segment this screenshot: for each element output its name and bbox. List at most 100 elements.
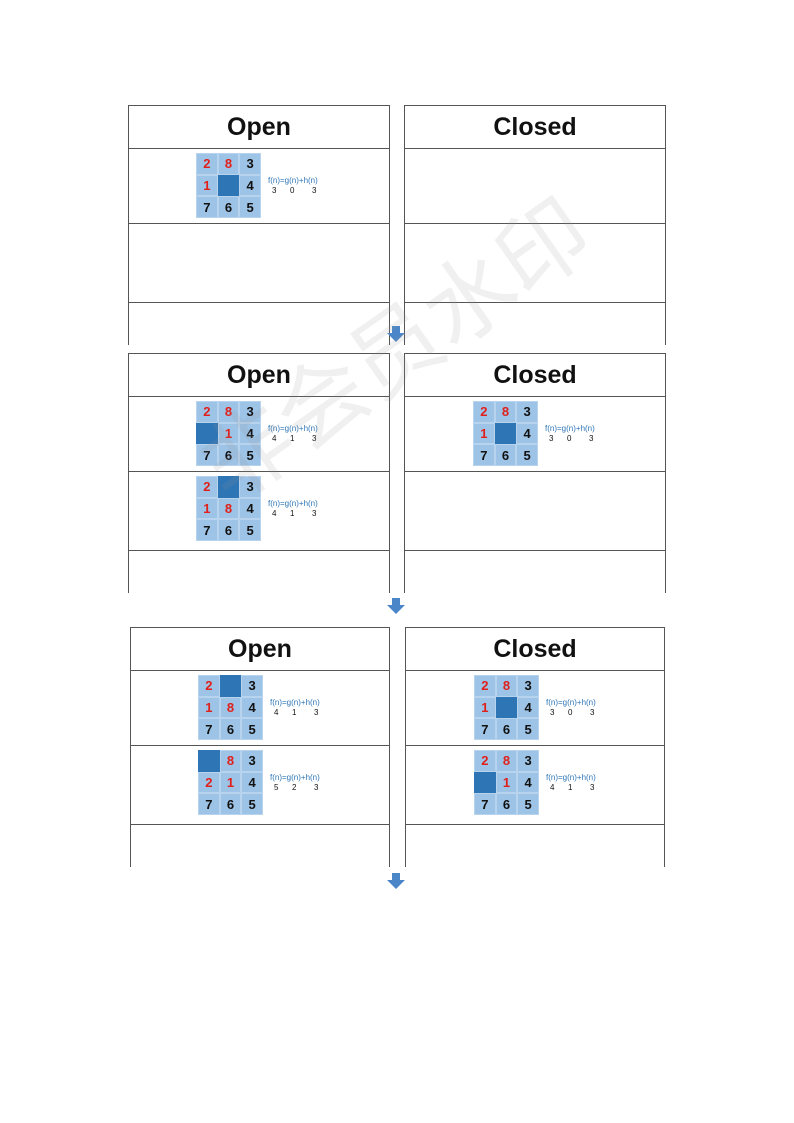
tile: 7 xyxy=(196,444,218,466)
open-list-row xyxy=(129,551,389,593)
open-list-row xyxy=(131,825,389,867)
tile: 7 xyxy=(196,196,218,218)
closed-list-row xyxy=(406,825,664,867)
tile: 7 xyxy=(198,793,220,815)
tile: 3 xyxy=(239,401,261,423)
closed-list-row xyxy=(405,472,665,551)
tile: 2 xyxy=(473,401,495,423)
tile: 2 xyxy=(196,153,218,175)
cost-f: 4 xyxy=(272,509,277,518)
cost-h: 3 xyxy=(312,186,317,195)
cost-g: 0 xyxy=(290,186,295,195)
tile: 1 xyxy=(196,174,218,197)
tile: 8 xyxy=(495,675,518,697)
blank-tile xyxy=(198,750,220,772)
closed-list-title: Closed xyxy=(405,106,665,149)
closed-list-title: Closed xyxy=(405,354,665,397)
closed-list-row xyxy=(405,224,665,303)
tile: 5 xyxy=(241,793,263,815)
tile: 1 xyxy=(196,497,218,520)
tile: 1 xyxy=(473,422,495,445)
closed-list-row xyxy=(405,303,665,345)
down-arrow-icon xyxy=(387,873,405,889)
closed-list-row xyxy=(405,149,665,224)
open-list-title: Open xyxy=(129,106,389,149)
formula-label: f(n)=g(n)+h(n) xyxy=(270,773,320,782)
down-arrow-icon xyxy=(387,598,405,614)
tile: 6 xyxy=(217,196,240,218)
tile: 1 xyxy=(198,696,220,719)
cost-g: 1 xyxy=(568,783,573,792)
tile: 3 xyxy=(241,675,263,697)
tile: 6 xyxy=(494,444,517,466)
tile: 7 xyxy=(196,519,218,541)
tile: 8 xyxy=(217,497,240,520)
tile: 3 xyxy=(516,401,538,423)
tile: 6 xyxy=(495,718,518,740)
formula-label: f(n)=g(n)+h(n) xyxy=(268,424,318,433)
tile: 8 xyxy=(219,750,242,772)
tile: 5 xyxy=(239,519,261,541)
tile: 3 xyxy=(517,675,539,697)
blank-tile xyxy=(494,422,517,445)
tile: 3 xyxy=(241,750,263,772)
tile: 6 xyxy=(219,793,242,815)
formula-label: f(n)=g(n)+h(n) xyxy=(268,176,318,185)
formula-label: f(n)=g(n)+h(n) xyxy=(546,698,596,707)
tile: 8 xyxy=(217,153,240,175)
tile: 7 xyxy=(198,718,220,740)
tile: 2 xyxy=(198,771,220,794)
tile: 2 xyxy=(196,476,218,498)
cost-h: 3 xyxy=(314,708,319,717)
tile: 2 xyxy=(198,675,220,697)
tile: 6 xyxy=(495,793,518,815)
cost-f: 3 xyxy=(549,434,554,443)
tile: 8 xyxy=(217,401,240,423)
cost-h: 3 xyxy=(312,509,317,518)
cost-h: 3 xyxy=(312,434,317,443)
cost-h: 3 xyxy=(590,783,595,792)
blank-tile xyxy=(217,476,240,498)
cost-h: 3 xyxy=(314,783,319,792)
formula-label: f(n)=g(n)+h(n) xyxy=(268,499,318,508)
tile: 5 xyxy=(239,444,261,466)
open-list-title: Open xyxy=(131,628,389,671)
cost-f: 3 xyxy=(550,708,555,717)
cost-g: 1 xyxy=(292,708,297,717)
tile: 4 xyxy=(517,771,539,794)
tile: 8 xyxy=(219,696,242,719)
formula-label: f(n)=g(n)+h(n) xyxy=(546,773,596,782)
closed-list-panel: Closed xyxy=(404,105,666,345)
tile: 8 xyxy=(495,750,518,772)
formula-label: f(n)=g(n)+h(n) xyxy=(270,698,320,707)
tile: 2 xyxy=(474,675,496,697)
cost-h: 3 xyxy=(590,708,595,717)
tile: 4 xyxy=(517,696,539,719)
tile: 5 xyxy=(517,793,539,815)
